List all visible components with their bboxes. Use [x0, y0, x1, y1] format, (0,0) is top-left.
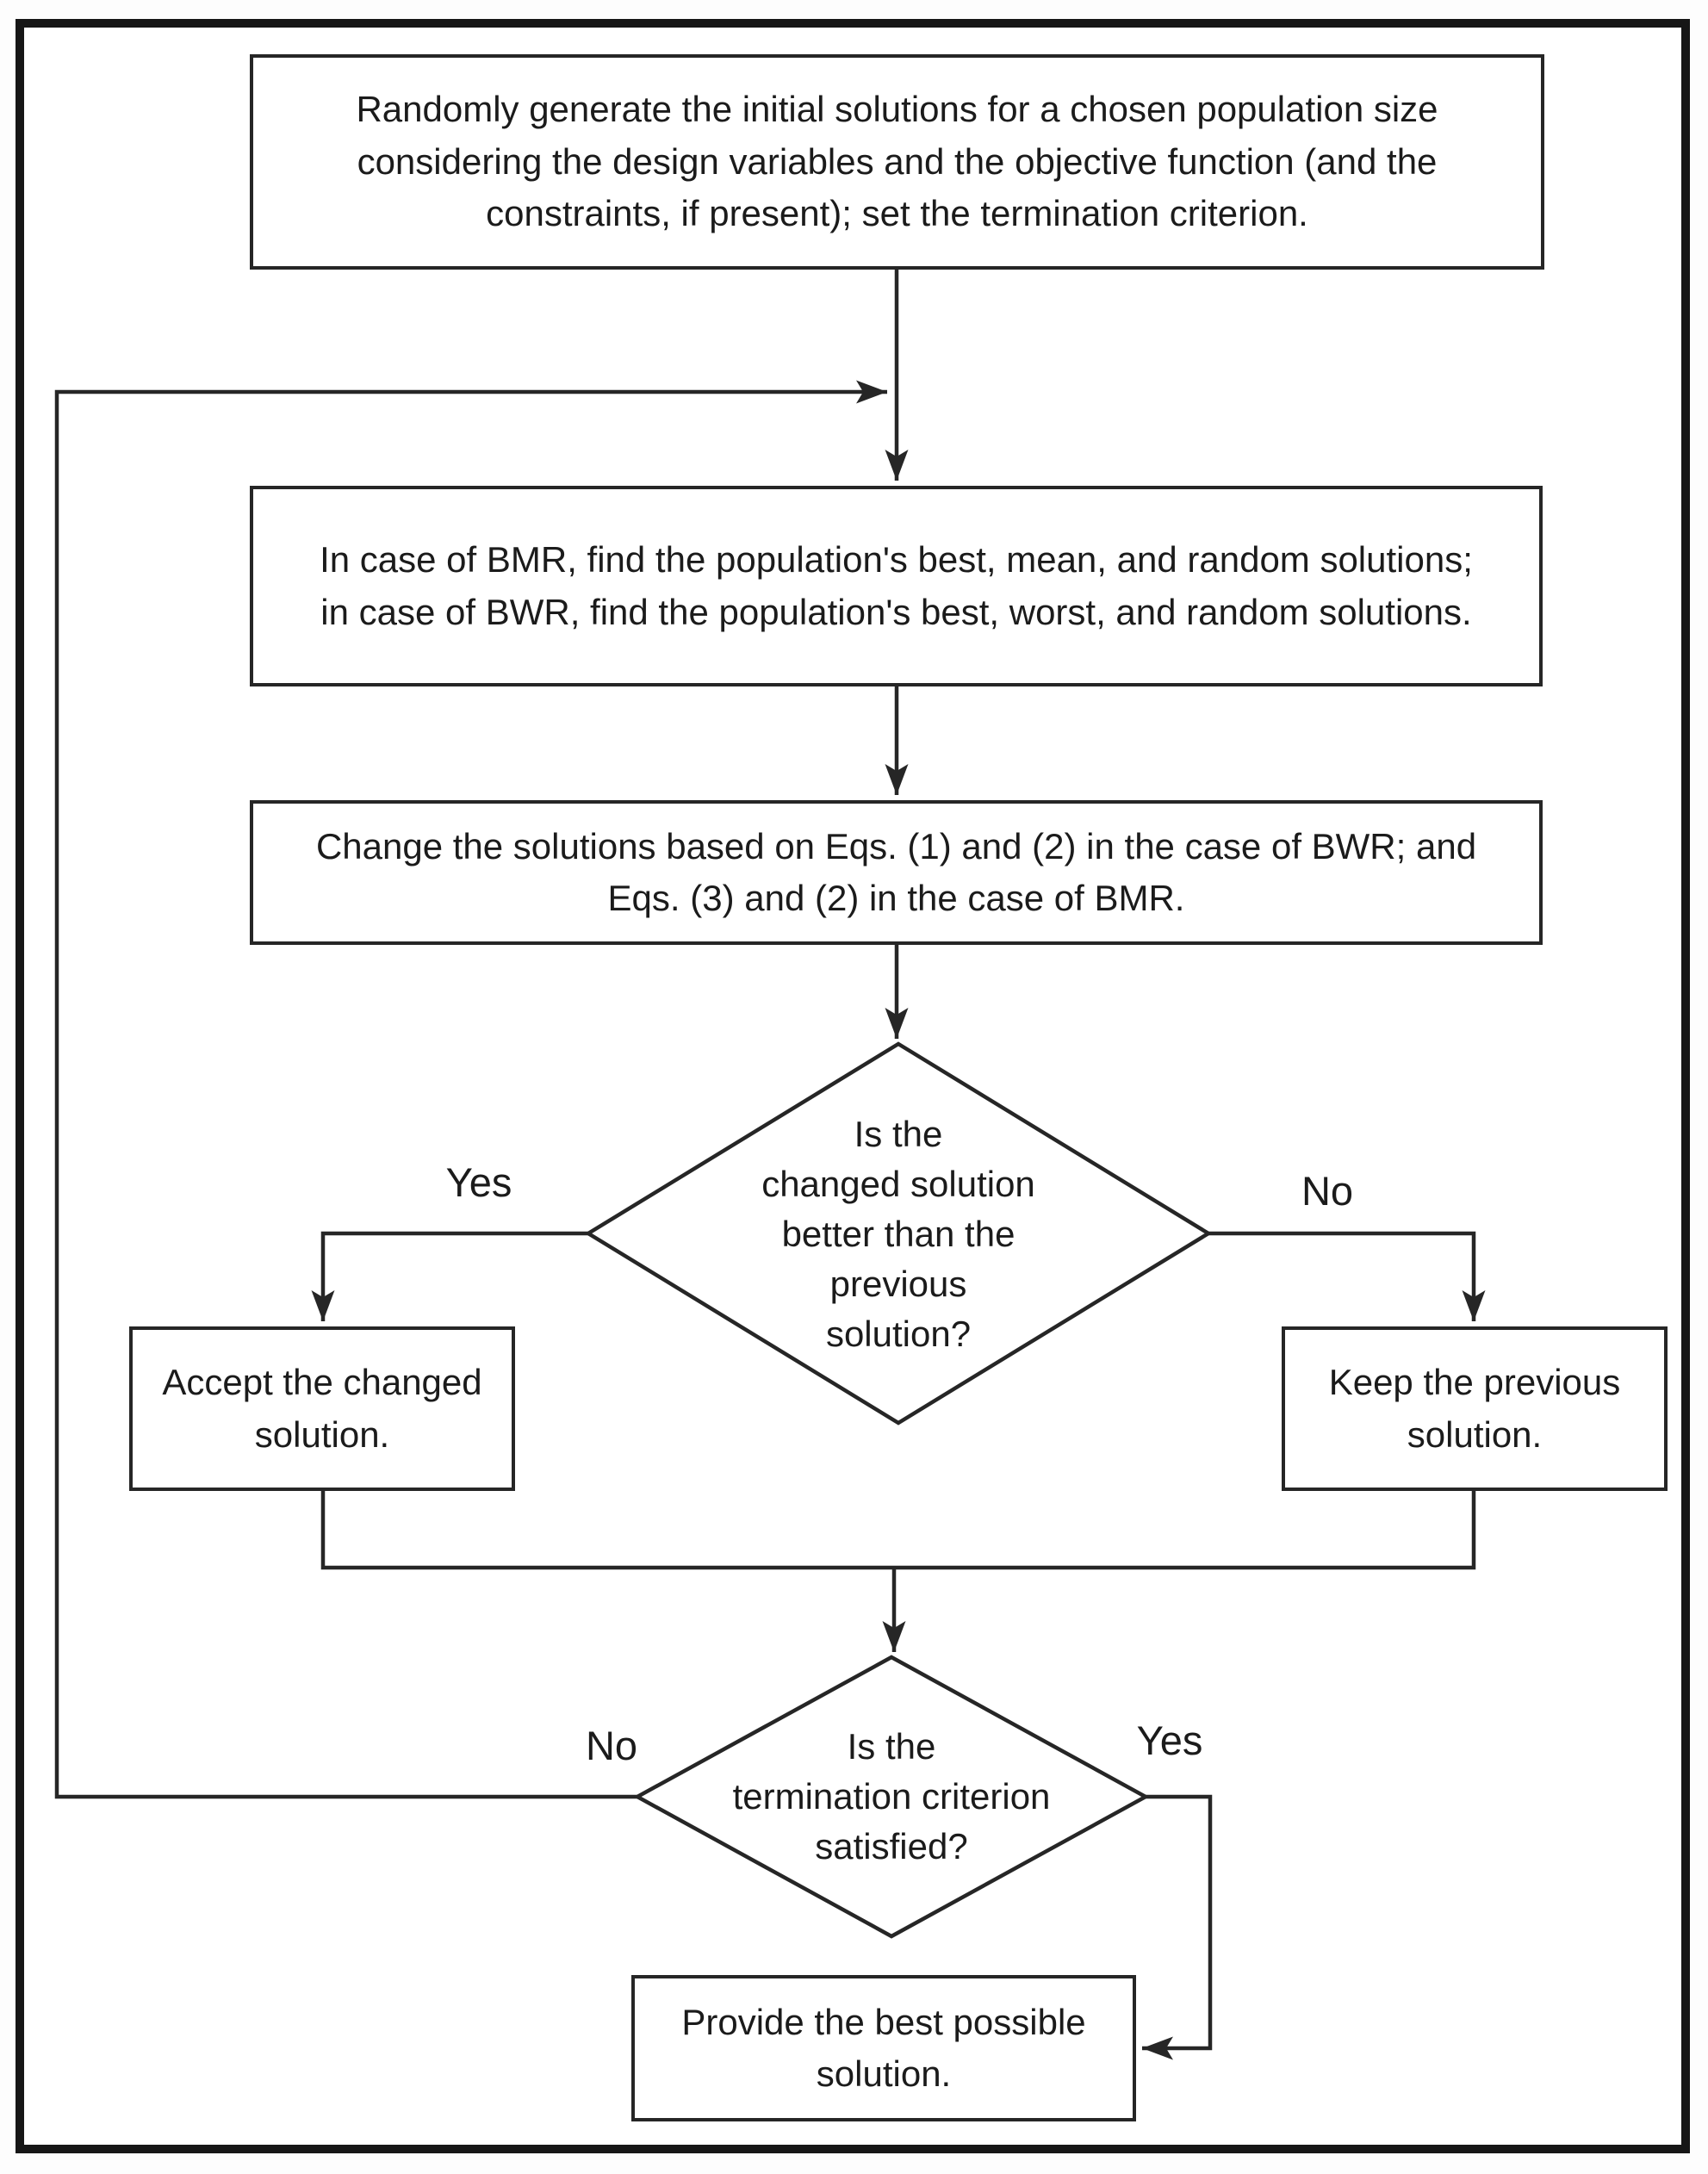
edge-merge-bar: [320, 1491, 1476, 1570]
node-find-solutions: In case of BMR, find the population's be…: [250, 486, 1543, 686]
edge-yes-to-provide: [1142, 1794, 1213, 2060]
label-termination-no: No: [585, 1722, 638, 1768]
label-termination-yes: Yes: [1136, 1717, 1203, 1763]
edge-no-to-keep: [1208, 1231, 1486, 1321]
decision-termination-label: Is the termination criterion satisfied?: [732, 1726, 1051, 1867]
node-provide: Provide the best possible solution.: [631, 1975, 1136, 2121]
decision-better-diamond: [584, 1041, 1213, 1426]
label-better-yes: Yes: [445, 1158, 512, 1205]
label-better-no: No: [1301, 1167, 1354, 1214]
decision-better-label: Is the changed solution better than the …: [761, 1114, 1035, 1354]
edge-yes-to-accept: [311, 1231, 588, 1321]
node-change-solutions: Change the solutions based on Eqs. (1) a…: [250, 800, 1543, 945]
edge-loop-feedback: [54, 380, 887, 1799]
decision-termination-diamond: [633, 1655, 1150, 1939]
node-start: Randomly generate the initial solutions …: [250, 54, 1544, 270]
node-accept: Accept the changed solution.: [129, 1326, 515, 1491]
node-keep: Keep the previous solution.: [1282, 1326, 1668, 1491]
